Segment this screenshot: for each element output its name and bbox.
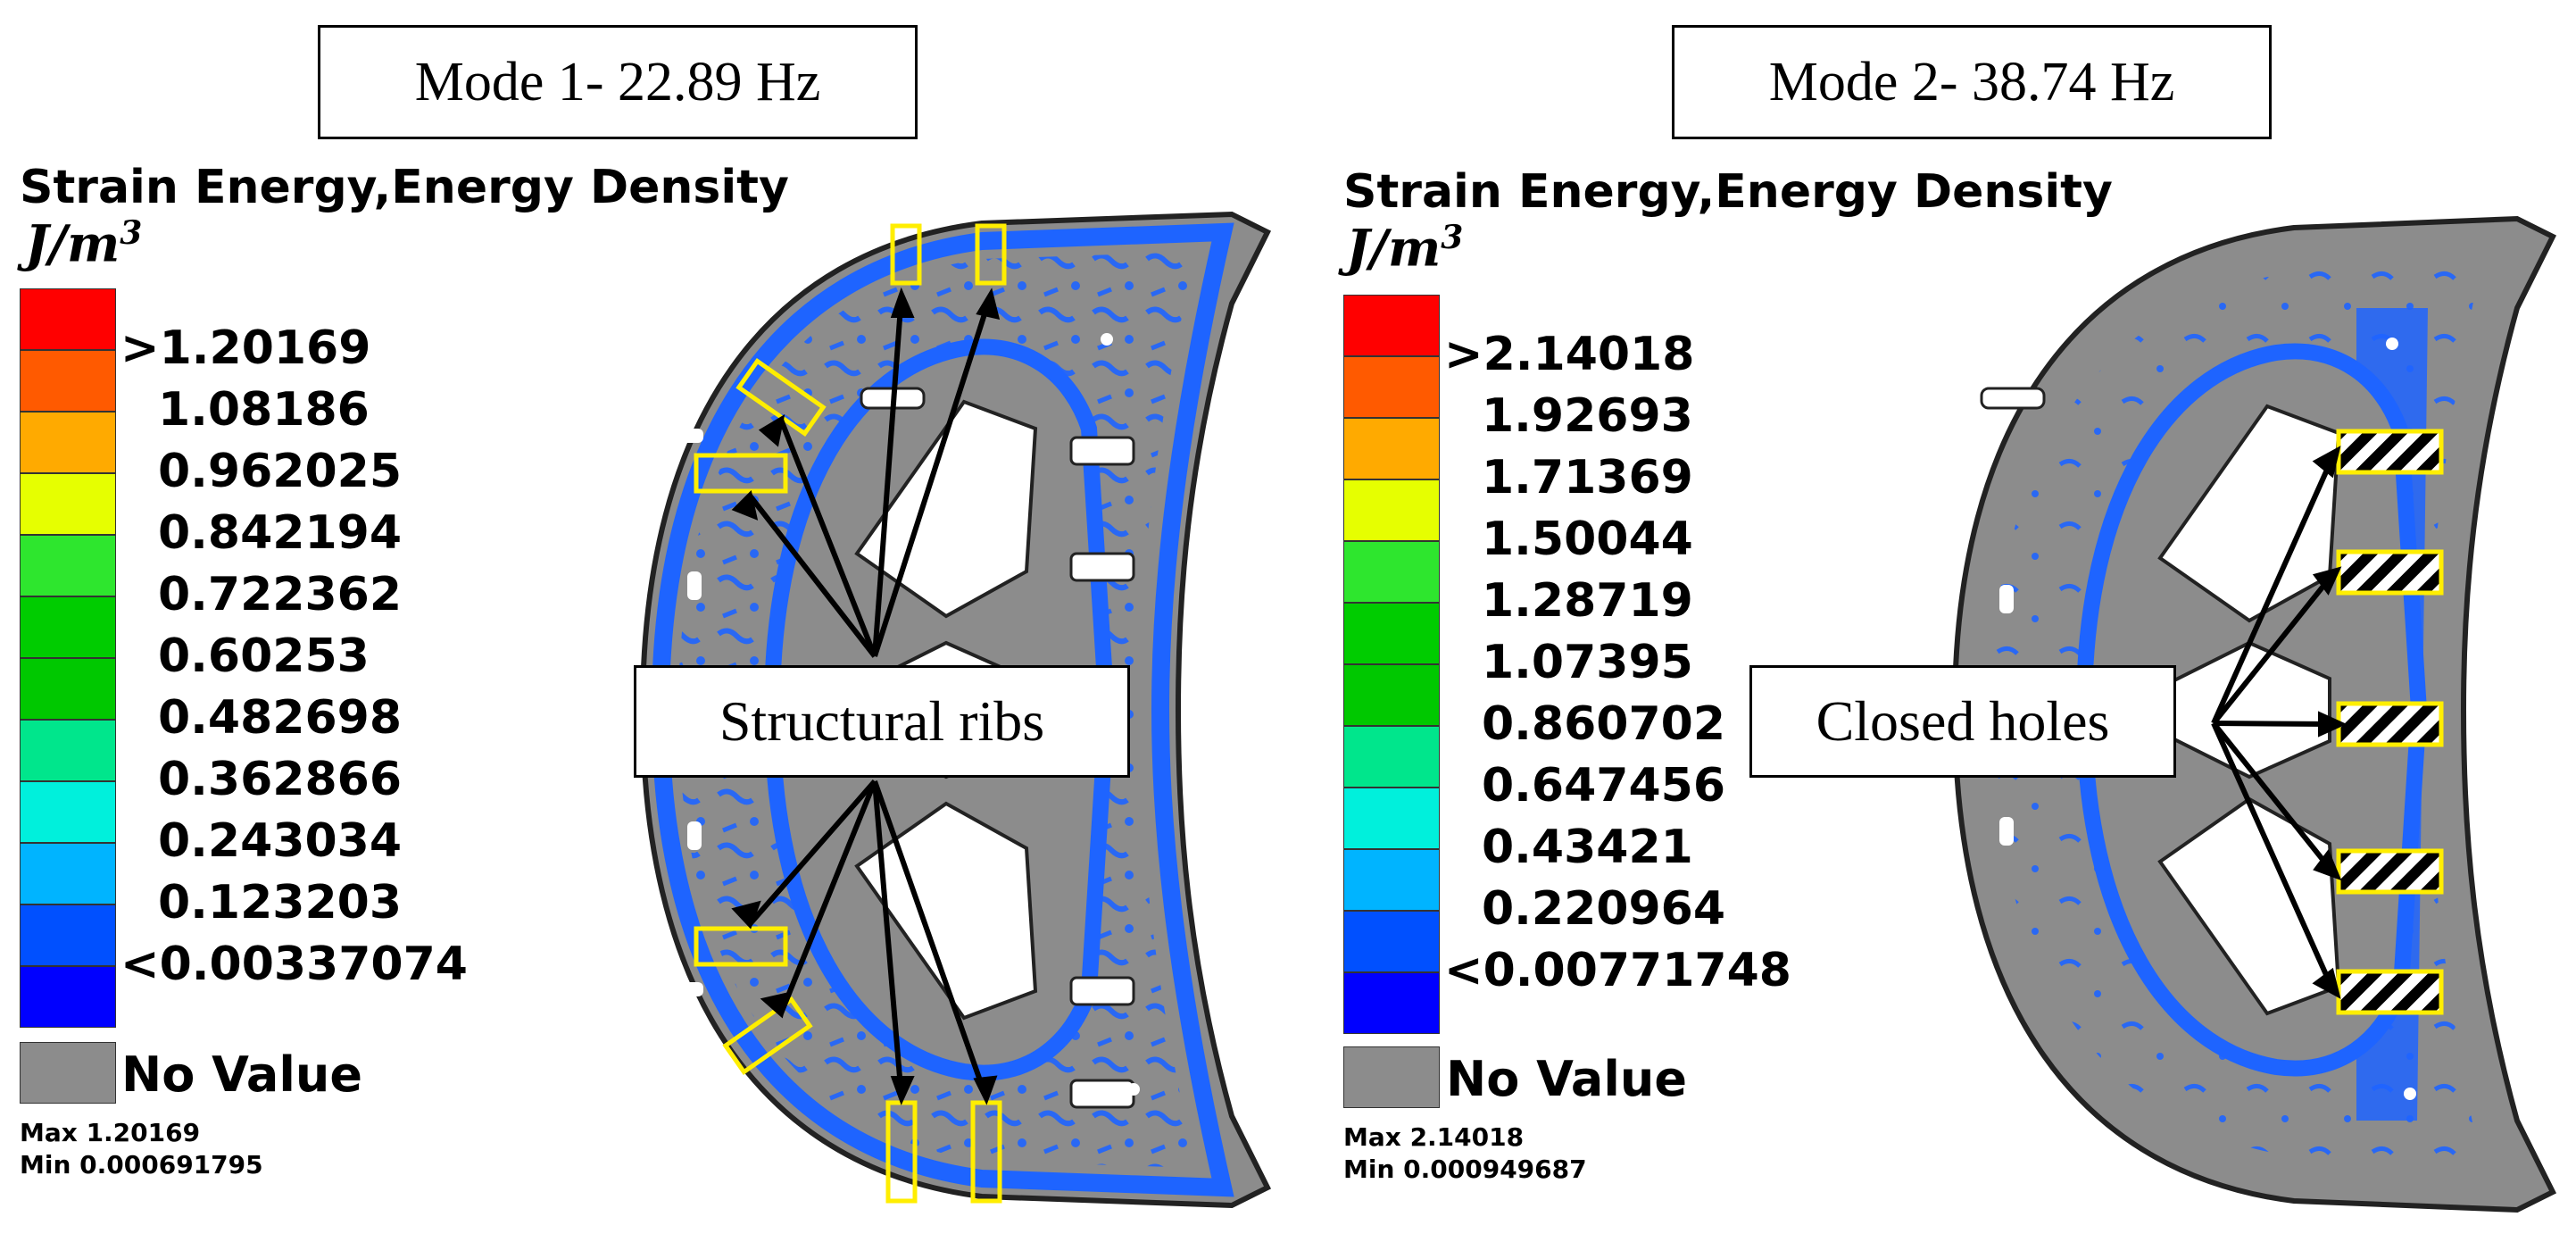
scale-swatch — [20, 781, 116, 843]
fem-panel-mode-2 — [1951, 215, 2557, 1213]
scale-label: 1.08186 — [158, 383, 370, 437]
slot — [1069, 976, 1135, 1006]
scale-label: 1.07395 — [1482, 636, 1693, 689]
min-value: Min 0.000691795 — [20, 1150, 263, 1179]
scale-swatch — [1343, 664, 1440, 726]
no-value-label: No Value — [1446, 1051, 1687, 1107]
scale-label: 0.220964 — [1482, 882, 1726, 936]
hole — [678, 982, 703, 996]
closed-hole-marker — [2336, 429, 2444, 475]
legend-unit: J/m3 — [25, 214, 143, 274]
hole — [687, 821, 702, 850]
scale-swatch — [20, 288, 116, 350]
slot — [1069, 552, 1135, 582]
closed-hole-marker — [2336, 701, 2444, 747]
closed-hole-marker — [2336, 549, 2444, 596]
no-value-swatch — [20, 1042, 116, 1104]
color-scale — [1343, 295, 1440, 1034]
hole — [2404, 1088, 2416, 1100]
scale-label: 1.71369 — [1482, 451, 1693, 504]
hole — [1127, 1083, 1140, 1096]
hole — [687, 571, 702, 600]
scale-swatch — [20, 720, 116, 781]
mode-1-label: Mode 1- 22.89 Hz — [318, 25, 918, 139]
rib-marker — [694, 926, 788, 967]
max-value: Max 2.14018 — [1343, 1122, 1525, 1152]
scale-swatch — [1343, 356, 1440, 418]
legend-unit: J/m3 — [1346, 219, 1464, 279]
scale-label: 0.43421 — [1482, 821, 1693, 874]
scale-swatch — [1343, 972, 1440, 1034]
scale-swatch — [20, 473, 116, 535]
scale-swatch — [1343, 418, 1440, 479]
hole — [2386, 338, 2398, 350]
color-scale — [20, 288, 116, 1028]
scale-label: 0.860702 — [1482, 697, 1726, 751]
scale-label: 0.123203 — [158, 876, 403, 929]
scale-swatch — [1343, 788, 1440, 849]
max-value: Max 1.20169 — [20, 1118, 201, 1147]
slot — [1069, 436, 1135, 466]
scale-swatch — [1343, 295, 1440, 356]
rib-marker — [735, 357, 827, 438]
scale-swatch — [1343, 479, 1440, 541]
scale-label: >2.14018 — [1444, 328, 1695, 381]
slot — [1980, 387, 2046, 410]
rib-marker — [890, 223, 922, 286]
scale-swatch — [1343, 849, 1440, 911]
no-value-label: No Value — [121, 1046, 362, 1103]
mode-2-panel: Mode 2- 38.74 Hz Strain Energy,Energy De… — [1321, 0, 2576, 1242]
scale-swatch — [20, 596, 116, 658]
scale-swatch — [20, 350, 116, 412]
callout-arrows — [731, 287, 1001, 1105]
cutout — [2157, 796, 2341, 1016]
scale-label: 0.722362 — [158, 568, 403, 621]
callout-arrows — [2211, 446, 2347, 999]
structural-ribs-callout: Structural ribs — [634, 665, 1130, 778]
mode-1-panel: Mode 1- 22.89 Hz Strain Energy,Energy De… — [20, 25, 1272, 1209]
scale-label: 0.842194 — [158, 506, 403, 560]
scale-label: >1.20169 — [120, 321, 371, 375]
rib-marker — [694, 453, 788, 494]
hole — [1999, 585, 2014, 613]
scale-label: 1.28719 — [1482, 574, 1693, 628]
scale-label: 0.60253 — [158, 629, 370, 683]
scale-swatch — [1343, 603, 1440, 664]
scale-swatch — [20, 904, 116, 966]
scale-swatch — [20, 658, 116, 720]
scale-label: 0.243034 — [158, 814, 403, 868]
scale-label: <0.00771748 — [1444, 944, 1791, 997]
fem-panel-mode-1 — [639, 211, 1272, 1209]
legend-title: Strain Energy,Energy Density — [20, 161, 789, 214]
scale-label: 0.962025 — [158, 445, 403, 498]
scale-label: <0.00337074 — [120, 938, 468, 991]
scale-label: 1.92693 — [1482, 389, 1693, 443]
hole — [1101, 333, 1113, 346]
hole — [678, 429, 703, 443]
scale-swatch — [20, 843, 116, 904]
mode-2-label: Mode 2- 38.74 Hz — [1672, 25, 2272, 139]
panel-border-band — [651, 222, 1234, 1197]
scale-label: 1.50044 — [1482, 513, 1693, 566]
scale-label: 0.362866 — [158, 753, 403, 806]
cutout — [2157, 404, 2341, 623]
scale-label: 0.647456 — [1482, 759, 1726, 813]
slot — [1069, 1079, 1135, 1109]
legend-title: Strain Energy,Energy Density — [1343, 165, 2113, 219]
scale-swatch — [20, 966, 116, 1028]
rib-marker — [722, 996, 813, 1076]
scale-label: 0.482698 — [158, 691, 403, 745]
scale-swatch — [20, 412, 116, 473]
rib-marker — [975, 223, 1007, 286]
min-value: Min 0.000949687 — [1343, 1154, 1587, 1184]
scale-swatch — [1343, 541, 1440, 603]
hole — [1999, 817, 2014, 846]
scale-swatch — [20, 535, 116, 596]
no-value-swatch — [1343, 1046, 1440, 1108]
closed-hole-marker — [2336, 848, 2444, 895]
closed-hole-marker — [2336, 969, 2444, 1015]
closed-holes-callout: Closed holes — [1749, 665, 2176, 778]
scale-swatch — [1343, 726, 1440, 788]
scale-swatch — [1343, 911, 1440, 972]
